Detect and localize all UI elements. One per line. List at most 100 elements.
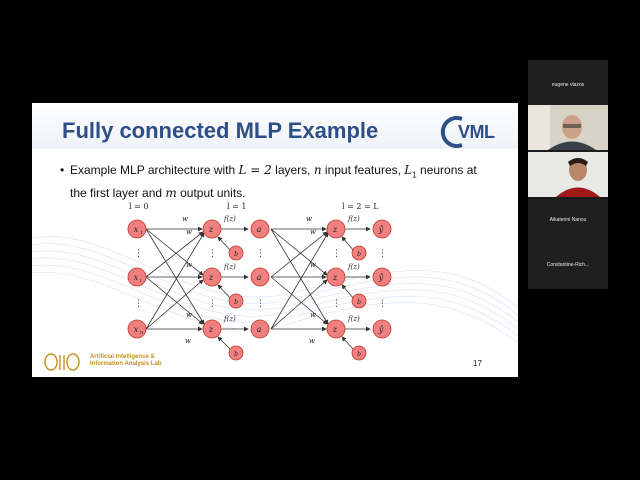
svg-text:1: 1 [140, 230, 143, 236]
svg-text:⋮: ⋮ [134, 249, 143, 259]
hidden-bias-node [228, 345, 244, 361]
network-nodes [127, 219, 392, 361]
svg-text:f(z): f(z) [347, 315, 360, 323]
participants-panel: eugene vlazos Aikaterini Nanou Constanti… [528, 60, 608, 289]
svg-text:⋮: ⋮ [378, 249, 387, 259]
svg-text:a: a [257, 273, 262, 282]
participant-tile[interactable]: Constantine-Rich... [528, 244, 608, 289]
svg-text:z: z [332, 273, 338, 282]
svg-text:z: z [332, 325, 338, 334]
layer-label-1: l = 1 [227, 202, 246, 211]
slide-title: Fully connected MLP Example [62, 118, 379, 143]
bullet-text: •Example MLP architecture with L = 2 lay… [60, 163, 477, 201]
svg-text:⋮: ⋮ [134, 299, 143, 309]
svg-text:⋮: ⋮ [332, 299, 341, 309]
svg-text:w: w [310, 228, 316, 236]
slide-header [32, 103, 518, 149]
svg-text:w: w [182, 215, 188, 223]
svg-text:⋮: ⋮ [332, 249, 341, 259]
lab-name: Artificial Intelligence & Information An… [90, 354, 162, 367]
output-node [372, 219, 392, 239]
hidden-sum-node [202, 219, 222, 239]
connections-layer-1 [145, 226, 249, 351]
participant-tile[interactable]: Aikaterini Nanou [528, 199, 608, 244]
slide-number: 17 [473, 359, 482, 368]
svg-text:b: b [357, 251, 361, 258]
input-node [127, 219, 147, 239]
svg-text:a: a [257, 225, 262, 234]
ellipsis-marks: ⋮ ⋮ ⋮ ⋮ ⋮ ⋮ ⋮ ⋮ ⋮ ⋮ [134, 249, 387, 309]
svg-text:z: z [208, 273, 214, 282]
svg-text:i: i [140, 278, 142, 284]
svg-text:w: w [310, 311, 316, 319]
output-bias-node [351, 345, 367, 361]
svg-text:x: x [134, 225, 139, 234]
background-waves [32, 236, 518, 344]
svg-text:x: x [134, 273, 139, 282]
svg-text:⋮: ⋮ [378, 299, 387, 309]
svg-text:f(z): f(z) [223, 263, 236, 271]
vml-logo-text: VML [458, 122, 495, 142]
svg-text:w: w [306, 215, 312, 223]
svg-text:f(z): f(z) [223, 215, 236, 223]
svg-text:⋮: ⋮ [208, 299, 217, 309]
hidden-activation-node [250, 219, 270, 239]
svg-text:a: a [257, 325, 262, 334]
svg-text:b: b [234, 251, 238, 258]
svg-text:w: w [186, 228, 192, 236]
svg-text:f(z): f(z) [223, 315, 236, 323]
svg-text:w: w [186, 261, 192, 269]
svg-text:ŷ: ŷ [378, 325, 384, 334]
svg-text:b: b [234, 299, 238, 306]
svg-text:⋮: ⋮ [256, 249, 265, 259]
aiia-lab-logo-icon [44, 353, 80, 371]
output-node [372, 319, 392, 339]
person-video-icon [528, 152, 608, 197]
hidden-bias-node [228, 293, 244, 309]
layer-label-0: l = 0 [129, 202, 148, 211]
output-sum-node [326, 219, 346, 239]
svg-text:w: w [185, 337, 191, 345]
participant-name: eugene vlazos [551, 82, 585, 88]
svg-text:w: w [186, 311, 192, 319]
svg-text:⋮: ⋮ [208, 249, 217, 259]
hidden-activation-node [250, 267, 270, 287]
input-node [127, 319, 147, 339]
svg-text:ŷ: ŷ [378, 225, 384, 234]
node-labels: x x x z z z a a a z z z ŷ ŷ ŷ b b b b b b [134, 225, 384, 358]
presentation-slide: Fully connected MLP Example VML •Example… [32, 103, 518, 377]
svg-text:f(z): f(z) [347, 215, 360, 223]
output-node [372, 267, 392, 287]
svg-text:b: b [357, 299, 361, 306]
svg-text:b: b [357, 351, 361, 358]
svg-text:z: z [332, 225, 338, 234]
output-sum-node [326, 319, 346, 339]
svg-text:n: n [140, 330, 143, 336]
output-bias-node [351, 245, 367, 261]
svg-text:w: w [309, 337, 315, 345]
svg-text:ŷ: ŷ [378, 273, 384, 282]
input-node-subscripts: 1 i n [140, 230, 143, 336]
input-node [127, 267, 147, 287]
participant-tile[interactable]: eugene vlazos [528, 60, 608, 105]
hidden-activation-node [250, 319, 270, 339]
hidden-bias-node [228, 245, 244, 261]
hidden-sum-node [202, 319, 222, 339]
svg-text:⋮: ⋮ [256, 299, 265, 309]
person-video-icon [528, 105, 608, 150]
svg-text:w: w [310, 261, 316, 269]
svg-text:z: z [208, 325, 214, 334]
participant-video[interactable] [528, 105, 608, 150]
participant-name: Constantine-Rich... [546, 262, 590, 268]
output-bias-node [351, 293, 367, 309]
svg-text:f(z): f(z) [347, 263, 360, 271]
vml-logo-icon [440, 116, 463, 148]
participant-name: Aikaterini Nanou [549, 217, 587, 223]
weight-labels: www ww www ww f(z)f(z)f(z) f(z)f(z)f(z) [182, 215, 360, 345]
svg-text:b: b [234, 351, 238, 358]
svg-text:x: x [134, 325, 139, 334]
svg-text:z: z [208, 225, 214, 234]
hidden-sum-node [202, 267, 222, 287]
participant-video[interactable] [528, 152, 608, 197]
layer-label-2: l = 2 = L [342, 202, 379, 211]
